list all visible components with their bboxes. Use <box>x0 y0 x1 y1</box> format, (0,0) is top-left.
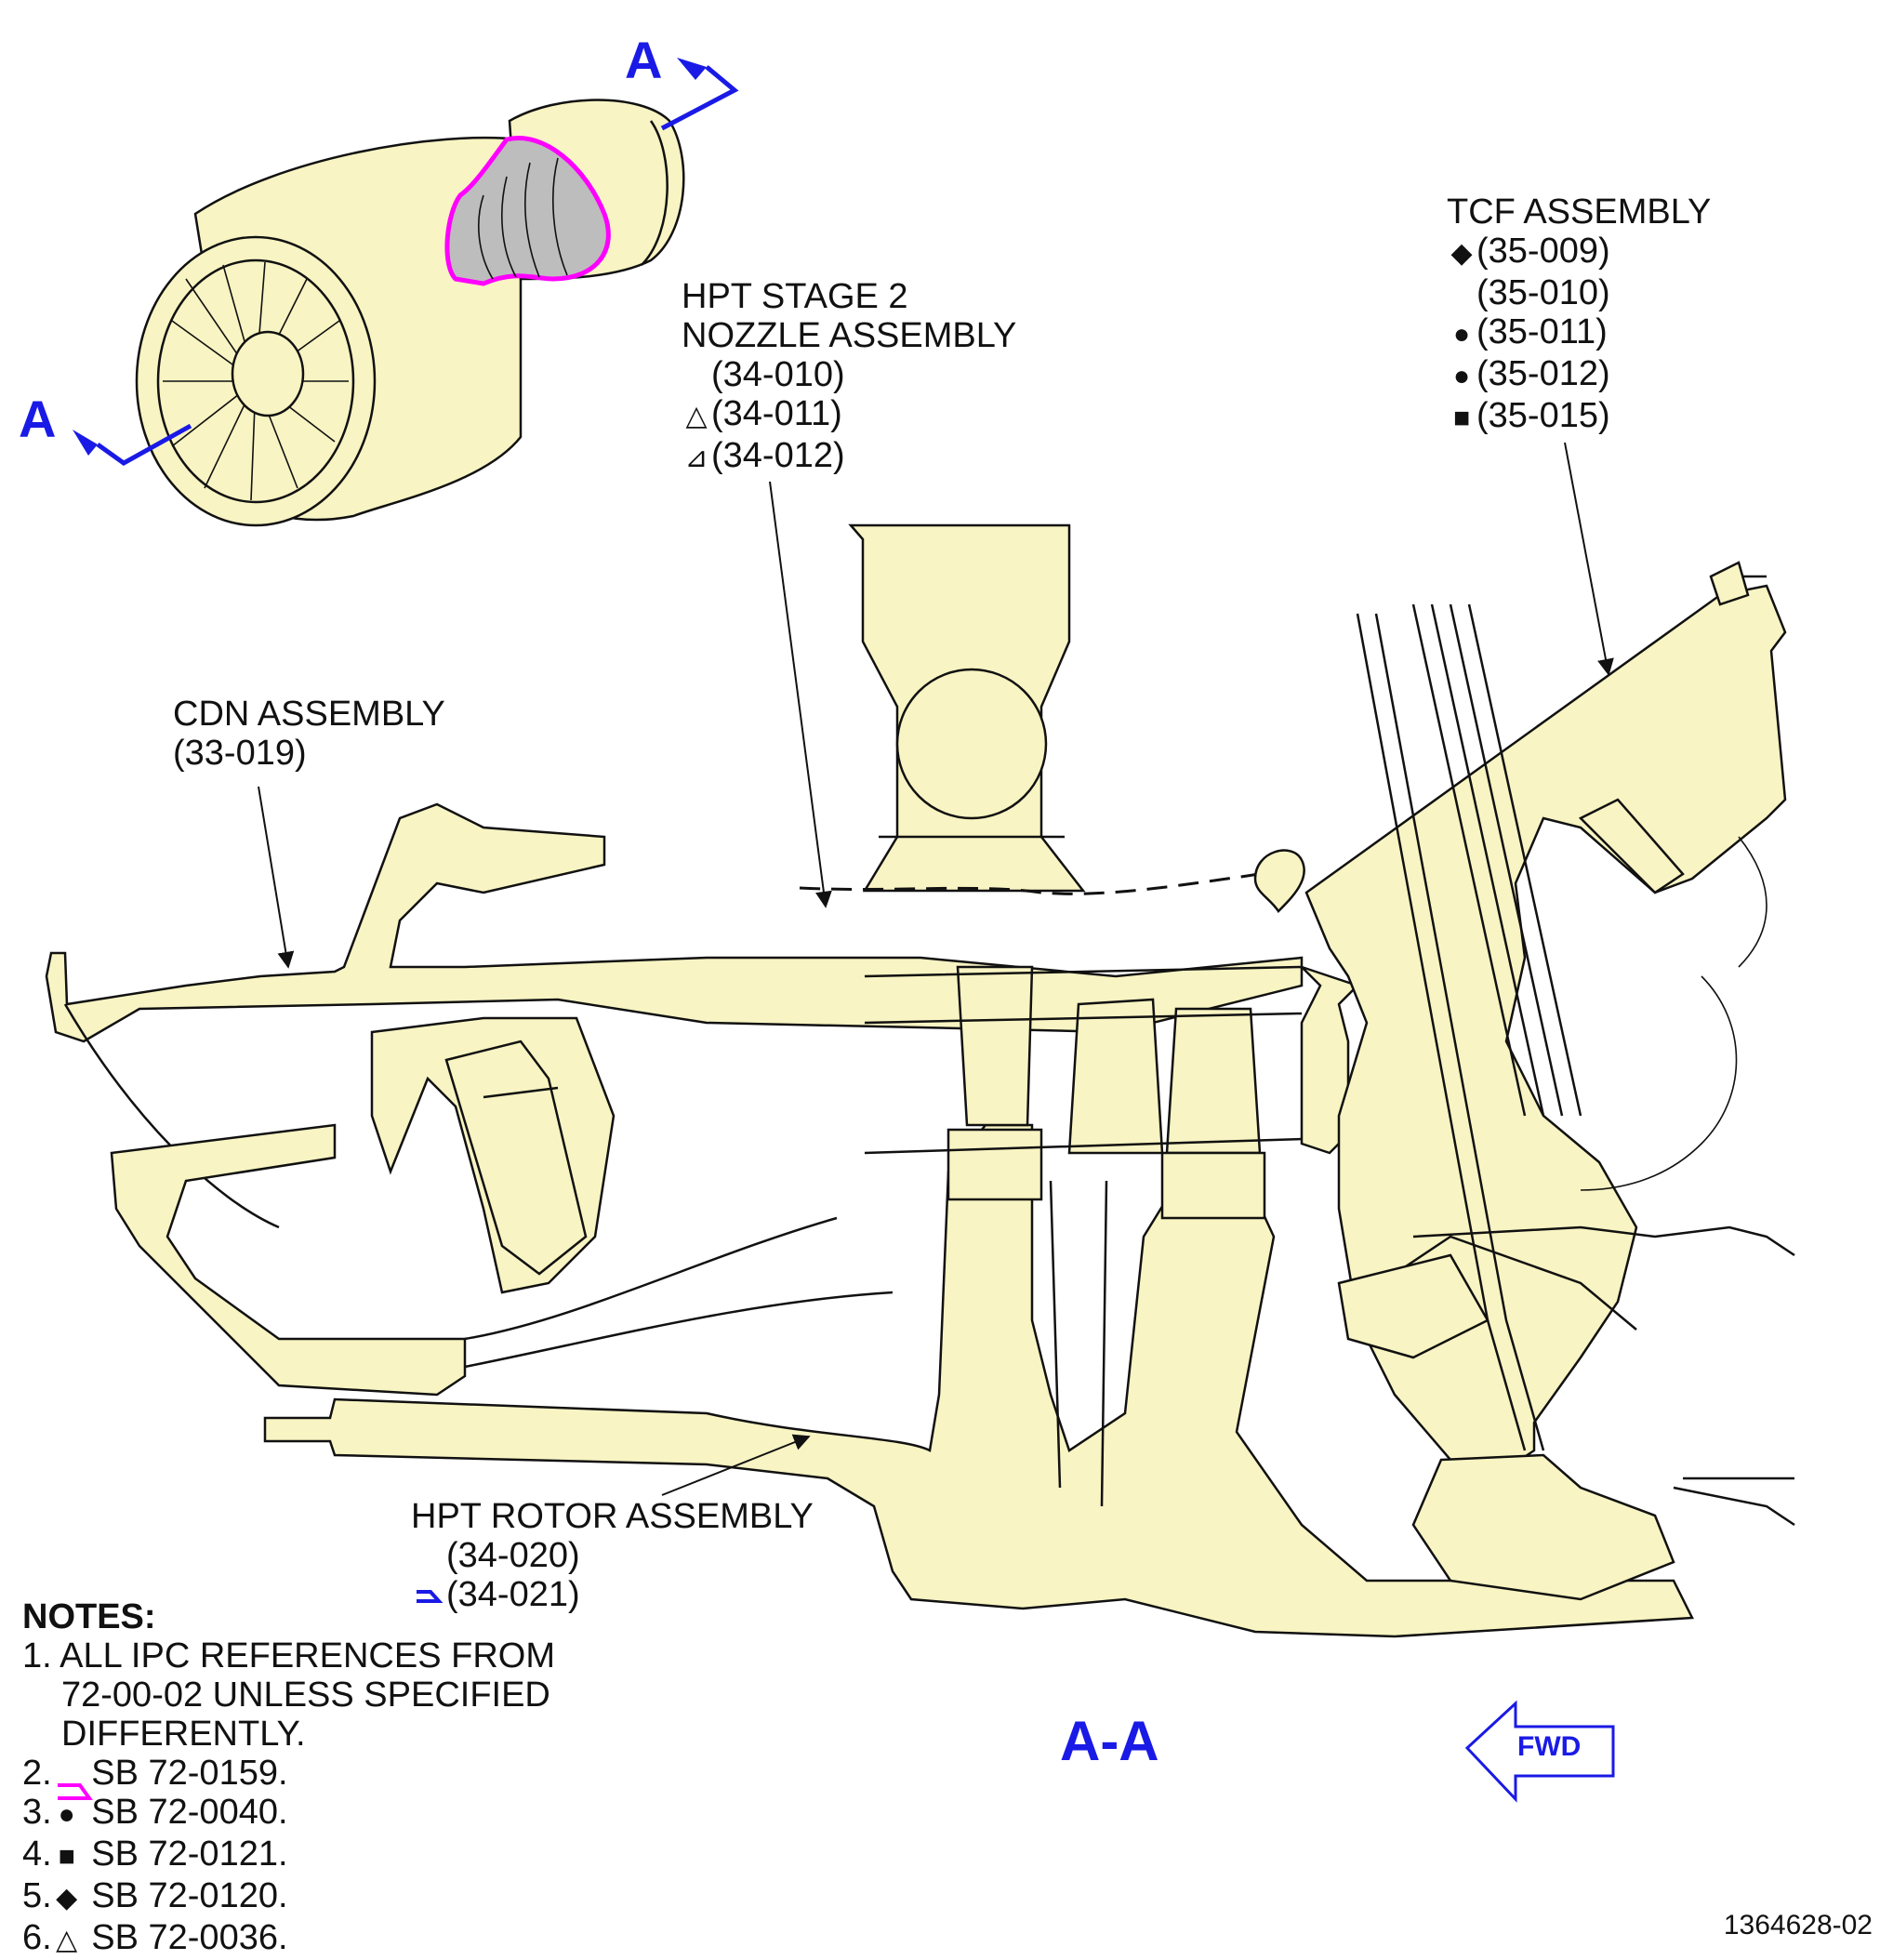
note-number: 5. <box>22 1876 52 1915</box>
tcf-ref: (35-009) <box>1476 232 1610 271</box>
view-marker-a-bottom: A <box>19 390 57 448</box>
section-a-a <box>45 523 1795 1638</box>
leader-cdn <box>258 786 295 969</box>
notes-block: NOTES: 1. ALL IPC REFERENCES FROM 72-00-… <box>22 1597 555 1960</box>
note-text: SB 72-0040. <box>91 1793 288 1832</box>
leader-tcf <box>1564 442 1614 676</box>
leader-hpt-rotor <box>661 1434 811 1496</box>
hpt-rotor-ref: (34-020) <box>446 1536 580 1575</box>
leader-hpt-nozzle <box>769 481 832 908</box>
triangle-icon: △ <box>685 401 708 431</box>
nozzle-vane-circle <box>895 668 1048 820</box>
hpt-rotor-callout: HPT ROTOR ASSEMBLY (34-020) (34-021) <box>411 1497 814 1614</box>
diamond-icon: ◆ <box>56 1883 78 1914</box>
circle-icon: ● <box>1452 361 1471 391</box>
note-number: 3. <box>22 1793 52 1832</box>
cdn-ref: (33-019) <box>173 734 307 773</box>
fwd-label: FWD <box>1517 1731 1582 1762</box>
hpt-nozzle-ref: (34-010) <box>711 355 845 394</box>
view-a-arrow-top <box>660 58 739 131</box>
note-text: SB 72-0159. <box>91 1754 288 1793</box>
hpt-stage2-nozzle-vane <box>1067 998 1164 1155</box>
tcf-ref: (35-015) <box>1476 396 1610 435</box>
hpt-shroud-casing <box>864 965 1360 1155</box>
hpt-nozzle-ref: (34-011) <box>711 394 842 433</box>
tcf-frame <box>1304 584 1787 1471</box>
hpt-rotor-ref: (34-021) <box>446 1575 580 1614</box>
inner-casing-support <box>110 1123 467 1397</box>
note-text: ALL IPC REFERENCES FROM <box>60 1636 555 1675</box>
section-label: A-A <box>1060 1710 1159 1772</box>
hpt-stage1-blade <box>956 965 1034 1127</box>
hpt-nozzle-callout: HPT STAGE 2 NOZZLE ASSEMBLY (34-010) △(3… <box>682 277 1016 478</box>
hpt-rotor-disc <box>263 1123 1694 1638</box>
note-text: 72-00-02 UNLESS SPECIFIED <box>61 1675 550 1715</box>
cdn-callout: CDN ASSEMBLY (33-019) <box>173 695 445 773</box>
square-icon: ■ <box>58 1841 75 1872</box>
circle-icon: ● <box>1452 319 1471 350</box>
tcf-ref: (35-012) <box>1476 354 1610 393</box>
tcf-ref: (35-011) <box>1476 312 1608 351</box>
hpt-nozzle-title-2: NOZZLE ASSEMBLY <box>682 316 1017 355</box>
note-number: 1. <box>22 1636 52 1675</box>
tcf-inner-hub <box>1411 1453 1675 1601</box>
tcf-callout: TCF ASSEMBLY ◆(35-009) (35-010) ●(35-011… <box>1447 192 1711 438</box>
right-triangle-icon: ⊿ <box>684 443 708 473</box>
hpt-rotor-title: HPT ROTOR ASSEMBLY <box>411 1497 814 1536</box>
circle-icon: ● <box>58 1799 75 1830</box>
cdn-title: CDN ASSEMBLY <box>173 695 445 734</box>
view-a-arrow-bottom <box>73 423 192 466</box>
hpt-stage2-blade <box>1165 1007 1262 1155</box>
leader-lines <box>258 442 1614 1496</box>
view-marker-a-top: A <box>625 31 663 89</box>
hpt-nozzle-title-1: HPT STAGE 2 <box>682 277 908 316</box>
hpt-nozzle-ref: (34-012) <box>711 436 845 475</box>
triangle-icon: △ <box>56 1925 78 1955</box>
note2-magenta-corner-icon <box>58 1783 93 1800</box>
square-icon: ■ <box>1452 403 1471 433</box>
note-text: SB 72-0036. <box>91 1918 288 1957</box>
note-text: SB 72-0120. <box>91 1876 288 1915</box>
core-highlighted-section <box>444 136 611 286</box>
figure-number: 1364628-02 <box>1723 1910 1873 1940</box>
note-text: DIFFERENTLY. <box>61 1715 306 1754</box>
note-number: 6. <box>22 1918 52 1957</box>
engine-isometric-view <box>135 99 685 527</box>
diamond-icon: ◆ <box>1450 238 1473 269</box>
fwd-arrow-icon <box>1464 1700 1615 1803</box>
note-text: SB 72-0121. <box>91 1834 288 1874</box>
fan-spinner <box>231 330 305 417</box>
note-number: 4. <box>22 1834 52 1874</box>
note-number: 2. <box>22 1754 52 1793</box>
hpt-rotor-blue-corner-icon <box>417 1590 444 1603</box>
notes-heading: NOTES: <box>22 1597 156 1636</box>
tcf-ref: (35-010) <box>1476 273 1610 312</box>
tcf-title: TCF ASSEMBLY <box>1447 192 1712 232</box>
